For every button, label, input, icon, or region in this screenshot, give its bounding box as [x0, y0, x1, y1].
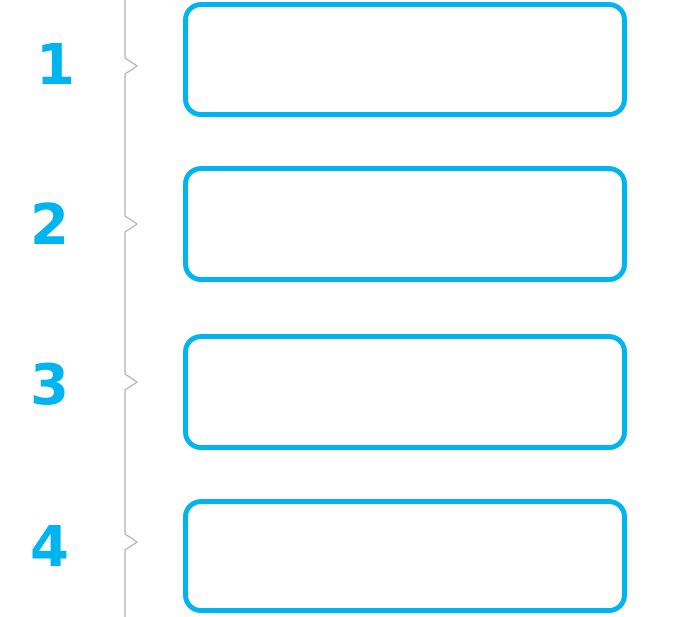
timeline-line [124, 0, 139, 617]
step-number-2: 2 [30, 193, 69, 258]
step-box-4 [183, 499, 627, 613]
step-number-1: 1 [36, 33, 75, 98]
step-box-1 [183, 2, 627, 117]
step-number-3: 3 [30, 353, 69, 418]
step-box-2 [183, 166, 627, 282]
step-number-4: 4 [30, 515, 69, 580]
step-box-3 [183, 334, 627, 450]
